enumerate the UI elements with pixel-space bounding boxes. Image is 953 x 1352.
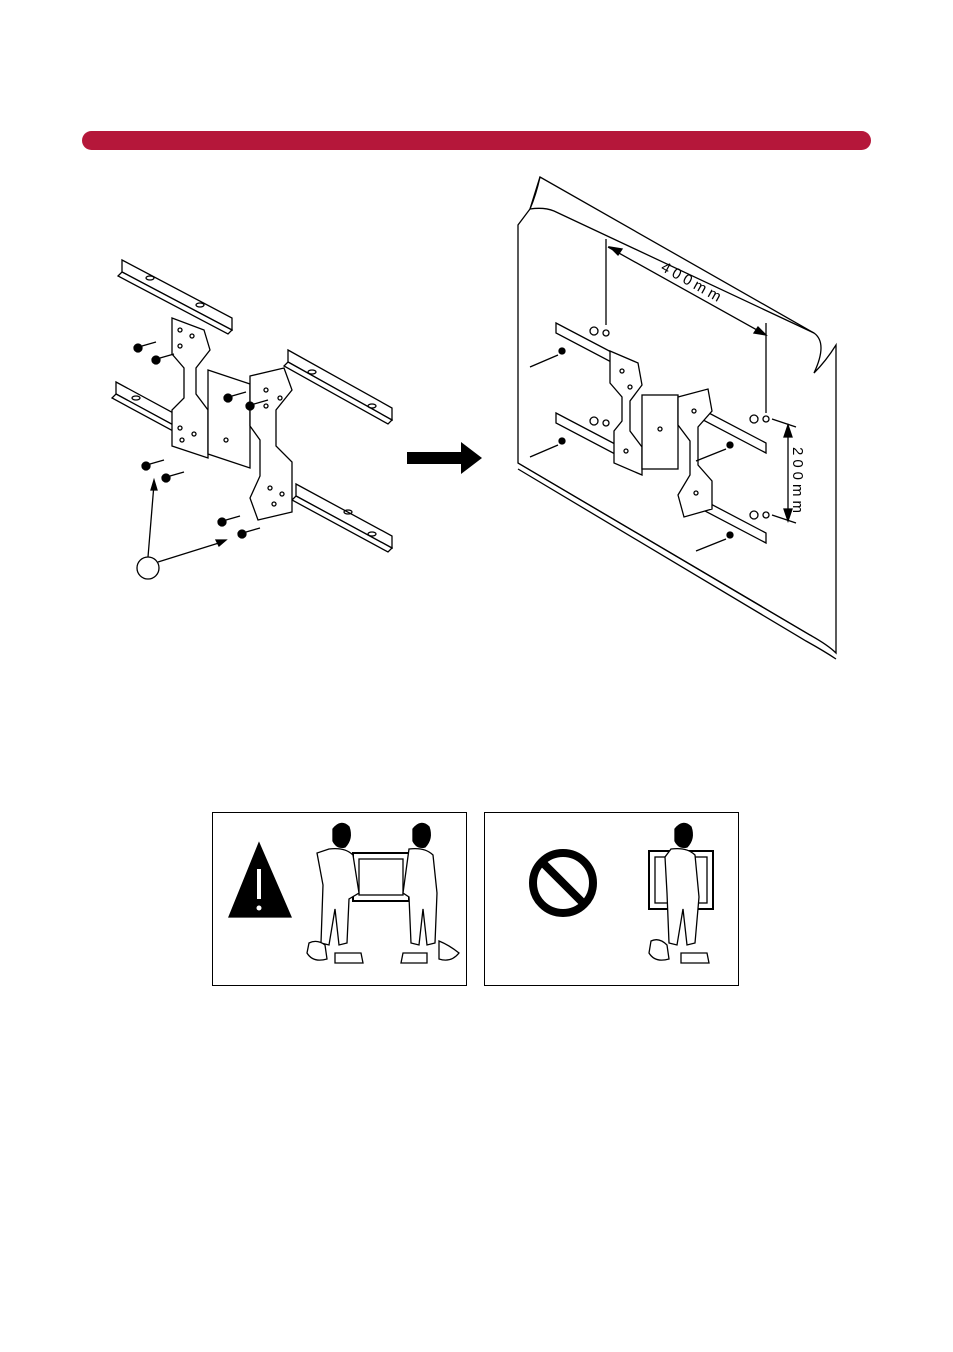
mount-plate-right (249, 367, 293, 521)
warning-panel-two-people (212, 812, 467, 986)
mount-plate-left (171, 317, 211, 459)
dimension-lines (605, 239, 797, 524)
screw-5 (223, 391, 247, 403)
screw-7 (217, 515, 241, 527)
screw-6 (245, 399, 269, 411)
person-single (648, 822, 710, 964)
wall-screws (529, 326, 770, 552)
person-left (306, 822, 364, 964)
screw-8 (237, 527, 261, 539)
rail-lower-right (290, 482, 394, 553)
dimension-vertical-label: 200mm (789, 447, 806, 517)
screw-4 (161, 471, 185, 483)
wall-mount-figure: 400mm 200mm (510, 175, 845, 660)
callout (136, 477, 228, 580)
mount-center-body (207, 369, 251, 469)
rail-upper-left (116, 258, 234, 335)
section-header-bar (82, 131, 871, 150)
prohibited-panel-one-person (484, 812, 739, 986)
screw-3 (141, 459, 165, 471)
prohibited-icon (529, 849, 597, 917)
screw-1 (133, 341, 157, 353)
rail-upper-right (282, 348, 394, 425)
warning-triangle-icon (228, 841, 292, 918)
tv-screen (352, 852, 410, 902)
bracket-assembly-figure (100, 250, 410, 590)
screws (133, 341, 269, 539)
screw-2 (151, 353, 175, 365)
person-right (400, 822, 460, 964)
wall-mount-plates (609, 350, 713, 518)
next-step-arrow (407, 440, 483, 476)
